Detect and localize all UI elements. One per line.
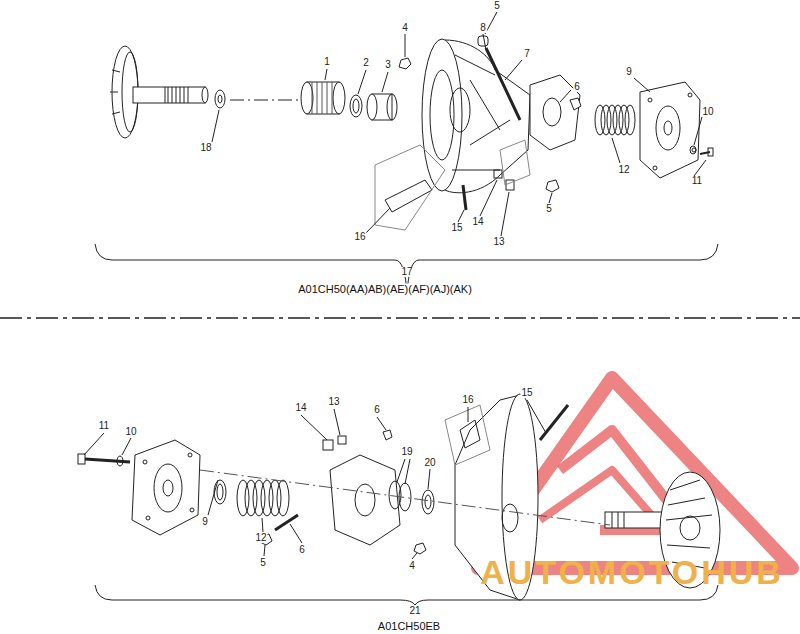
- callout-number: 6: [373, 405, 381, 415]
- callout-number: 16: [353, 232, 366, 242]
- callout-number: 5: [493, 1, 501, 11]
- callout-number: 6: [298, 545, 306, 555]
- callout-number: 6: [573, 82, 581, 92]
- callout-number: 14: [294, 403, 307, 413]
- callout-number: 10: [701, 107, 714, 117]
- watermark-text: AUTOMOTOHUB: [479, 555, 785, 589]
- callout-number: 13: [492, 237, 505, 247]
- callout-number: 11: [98, 421, 110, 431]
- callout-number: 14: [471, 217, 484, 227]
- callout-number: 20: [423, 458, 436, 468]
- callout-number: 4: [401, 23, 409, 33]
- callout-number: 7: [523, 49, 531, 59]
- callout-number: 4: [408, 561, 416, 571]
- assembly-number: 21: [408, 606, 421, 616]
- assembly-code: A01CH50(AA)AB)(AE)(AF)(AJ)(AK): [297, 284, 473, 295]
- callout-number: 15: [450, 223, 463, 233]
- assembly-code: A01CH50EB: [377, 621, 441, 632]
- callout-number: 12: [617, 165, 630, 175]
- callout-number: 5: [259, 558, 267, 568]
- assembly-number: 17: [400, 267, 413, 277]
- callout-number: 12: [254, 533, 267, 543]
- callout-number: 11: [691, 176, 703, 186]
- callout-number: 9: [201, 517, 209, 527]
- callout-number: 2: [362, 58, 370, 68]
- callout-number: 13: [327, 397, 340, 407]
- callout-number: 9: [625, 67, 633, 77]
- callout-number: 8: [479, 23, 487, 33]
- callout-number: 5: [545, 204, 553, 214]
- callout-number: 10: [124, 427, 137, 437]
- callout-number: 15: [520, 388, 533, 398]
- callout-number: 19: [400, 447, 413, 457]
- callout-number: 1: [323, 57, 331, 67]
- callout-number: 3: [384, 60, 392, 70]
- callout-number: 18: [199, 143, 212, 153]
- callout-number: 16: [461, 395, 474, 405]
